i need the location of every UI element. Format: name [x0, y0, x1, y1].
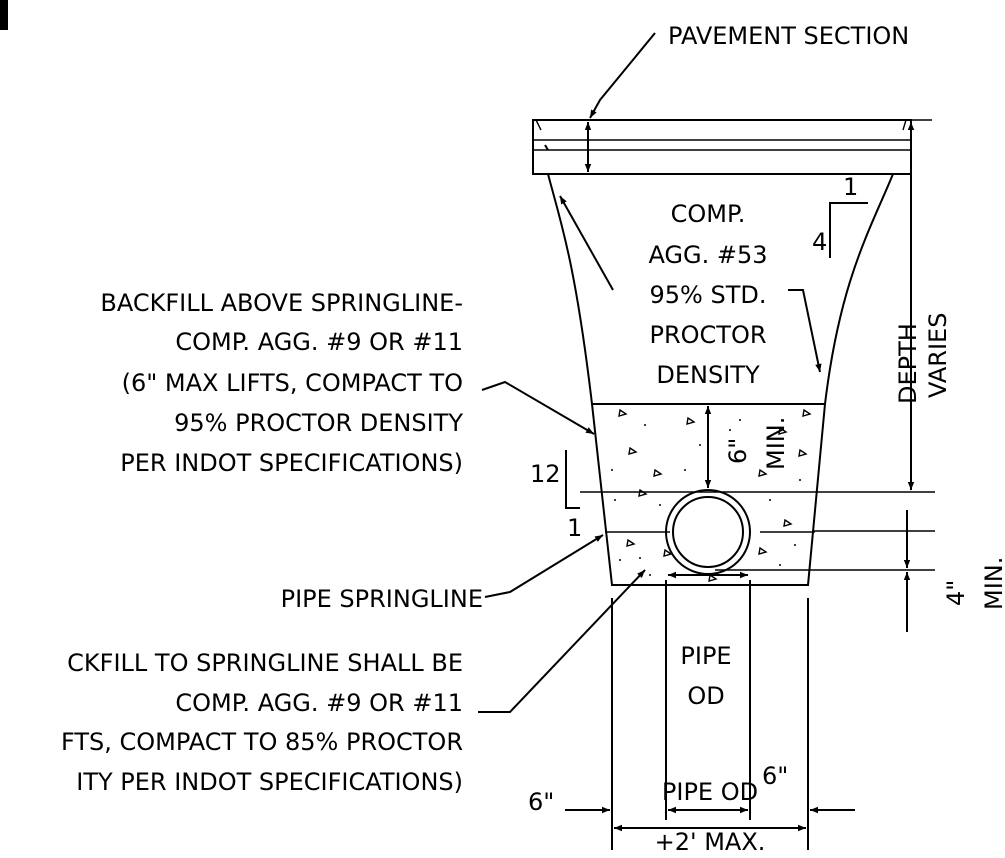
- svg-text:PROCTOR: PROCTOR: [649, 321, 766, 349]
- svg-text:AGG. #53: AGG. #53: [648, 241, 767, 269]
- slope-side-indicator: [565, 450, 580, 509]
- svg-text:COMP. AGG. #9 OR #11: COMP. AGG. #9 OR #11: [175, 328, 463, 356]
- svg-text:MIN.: MIN.: [762, 417, 790, 470]
- svg-text:4": 4": [942, 580, 970, 606]
- aggregate-hatch: [611, 408, 812, 582]
- slope-top-indicator: [829, 202, 868, 258]
- backfill-below-note: CKFILL TO SPRINGLINE SHALL BE COMP. AGG.…: [61, 649, 463, 796]
- title-fragment-mark: [0, 0, 8, 30]
- svg-text:(6" MAX LIFTS, COMPACT TO: (6" MAX LIFTS, COMPACT TO: [122, 369, 463, 397]
- comp-agg-53-note: COMP. AGG. #53 95% STD. PROCTOR DENSITY: [648, 200, 767, 389]
- pavement-section-label: PAVEMENT SECTION: [668, 22, 909, 50]
- pipe-od-label: PIPE OD: [680, 642, 731, 710]
- svg-text:FTS, COMPACT TO 85% PROCTOR: FTS, COMPACT TO 85% PROCTOR: [61, 728, 463, 756]
- svg-text:MIN.: MIN.: [980, 557, 1005, 610]
- trench-width-label: PIPE OD +2' MAX.: [655, 778, 766, 856]
- svg-text:CKFILL TO SPRINGLINE SHALL BE: CKFILL TO SPRINGLINE SHALL BE: [67, 649, 463, 677]
- trench-upper-walls: [547, 173, 894, 405]
- leader-lines: [478, 32, 822, 713]
- slope-top-rise-label: 4: [812, 228, 827, 256]
- side-clearance-left-label: 6": [528, 788, 554, 816]
- svg-text:PIPE OD: PIPE OD: [662, 778, 758, 806]
- svg-text:PER INDOT SPECIFICATIONS): PER INDOT SPECIFICATIONS): [120, 449, 463, 477]
- min-4-label: 4" MIN.: [942, 557, 1005, 610]
- svg-text:95% PROCTOR DENSITY: 95% PROCTOR DENSITY: [174, 409, 463, 437]
- side-clearance-right-label: 6": [762, 762, 788, 790]
- slope-side-run-label: 1: [567, 514, 582, 542]
- svg-text:VARIES: VARIES: [924, 313, 952, 398]
- backfill-zone: [580, 403, 935, 586]
- svg-text:OD: OD: [687, 682, 724, 710]
- slope-side-rise-label: 12: [530, 460, 561, 488]
- svg-text:PIPE: PIPE: [680, 642, 731, 670]
- svg-text:DEPTH: DEPTH: [894, 323, 922, 404]
- min-6-label: 6" MIN.: [724, 417, 790, 470]
- trench-width-dimension: [565, 598, 855, 850]
- svg-text:COMP. AGG. #9 OR #11: COMP. AGG. #9 OR #11: [175, 689, 463, 717]
- svg-text:DENSITY: DENSITY: [656, 361, 760, 389]
- svg-text:6": 6": [724, 438, 752, 464]
- svg-text:ITY PER INDOT SPECIFICATIONS): ITY PER INDOT SPECIFICATIONS): [76, 768, 463, 796]
- pavement-section: [532, 119, 932, 175]
- svg-text:BACKFILL ABOVE SPRINGLINE-: BACKFILL ABOVE SPRINGLINE-: [100, 289, 463, 317]
- svg-text:COMP.: COMP.: [671, 200, 746, 228]
- svg-text:95% STD.: 95% STD.: [650, 281, 767, 309]
- backfill-above-note: BACKFILL ABOVE SPRINGLINE- COMP. AGG. #9…: [100, 289, 463, 477]
- slope-top-run-label: 1: [843, 173, 858, 201]
- svg-text:+2' MAX.: +2' MAX.: [655, 828, 766, 856]
- pipe: [665, 489, 751, 575]
- depth-varies-label: DEPTH VARIES: [894, 313, 952, 404]
- pipe-od-dimension: [665, 571, 751, 820]
- pipe-springline-label: PIPE SPRINGLINE: [281, 585, 483, 613]
